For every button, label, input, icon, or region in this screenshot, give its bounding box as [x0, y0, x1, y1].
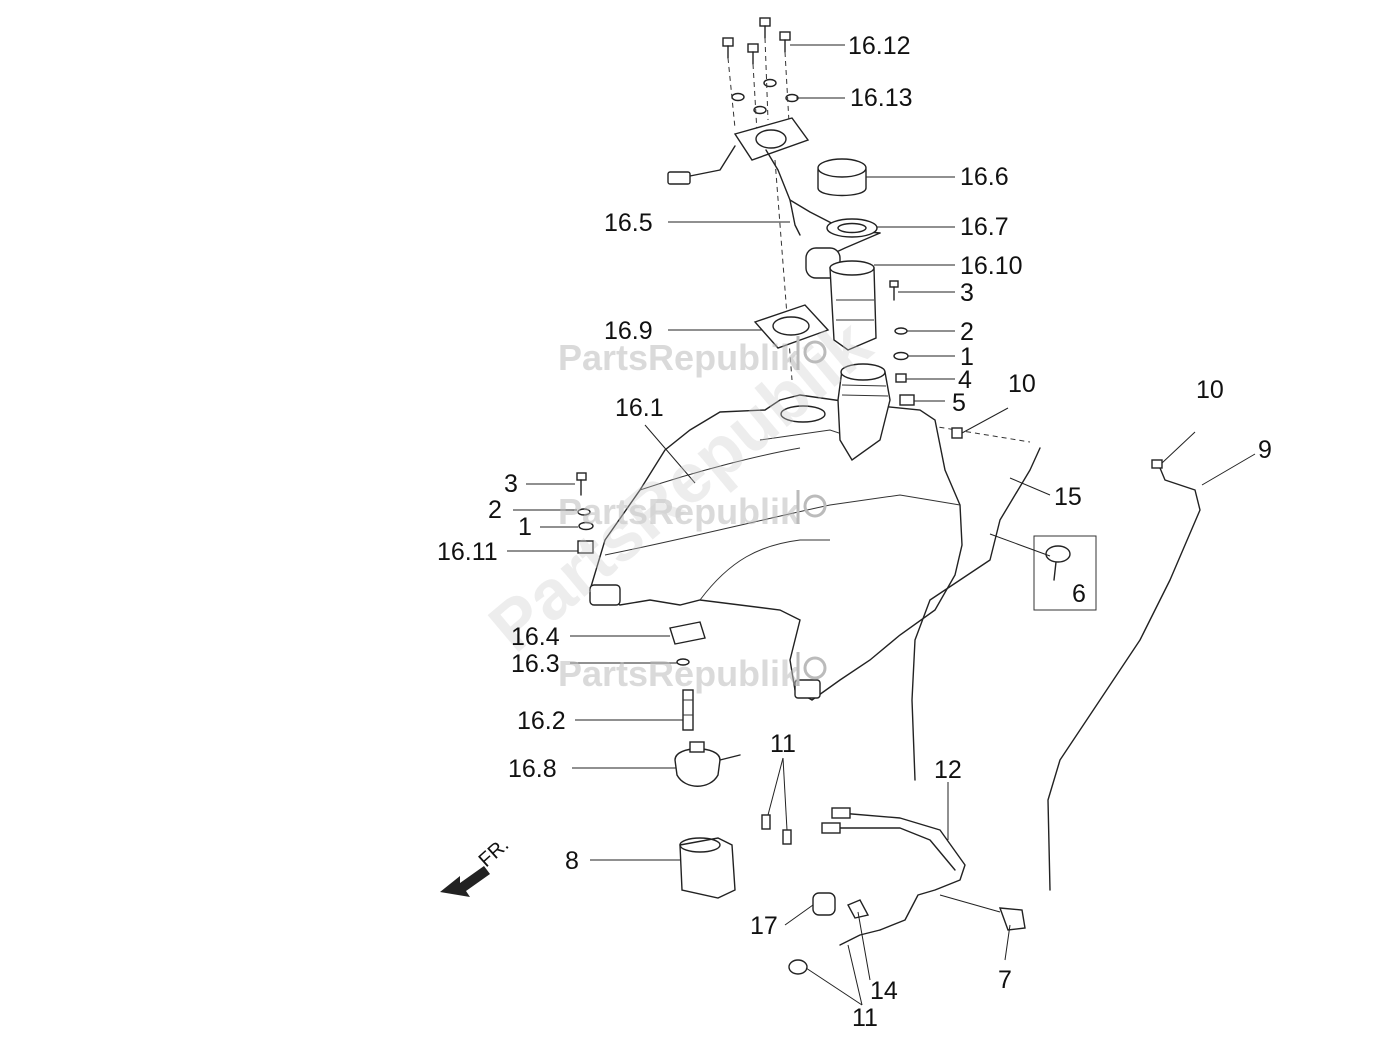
clamp-10-right: [1151, 459, 1163, 469]
parts-drawing: [440, 17, 1201, 975]
callout-16-9: 16.9: [604, 317, 653, 345]
callout-7: 7: [998, 966, 1012, 994]
filler-neck-16-10: [829, 260, 877, 351]
fuel-hoses-12: [821, 807, 966, 946]
callout-10-right: 10: [1196, 376, 1224, 404]
callout-labels: 16.12 16.13 16.6 16.5 16.7 16.10 3 16.9 …: [437, 32, 1272, 1032]
drain-hose-9: [1047, 467, 1201, 891]
callout-15: 15: [1054, 483, 1082, 511]
seal-16-7-inner: [837, 222, 867, 234]
watermark-bottom: PartsRepublik: [558, 653, 801, 694]
clamp-10-left: [951, 427, 963, 439]
clip-14: [847, 899, 870, 919]
clip-7: [998, 907, 1026, 931]
callout-16-7: 16.7: [960, 213, 1009, 241]
callout-16-1: 16.1: [615, 394, 664, 422]
callout-3-left: 3: [504, 470, 518, 498]
callout-16-6: 16.6: [960, 163, 1009, 191]
hardware-right: [889, 280, 915, 406]
callout-16-8: 16.8: [508, 755, 557, 783]
callout-12: 12: [934, 756, 962, 784]
hardware-left: [576, 472, 594, 554]
fuel-pump-16-8: [674, 741, 741, 787]
screws-16-12: [722, 17, 791, 65]
bracket-8: [679, 837, 736, 899]
filler-cap-16-6: [817, 158, 867, 197]
callout-11-bottom: 11: [852, 1004, 878, 1032]
seal-16-7: [826, 218, 878, 238]
callout-9: 9: [1258, 436, 1272, 464]
callout-4: 4: [958, 366, 972, 394]
callout-16-10: 16.10: [960, 252, 1023, 280]
callout-6: 6: [1072, 580, 1086, 608]
grommet-17: [812, 892, 836, 916]
front-label: FR.: [475, 834, 514, 872]
watermark-middle: PartsRepublik: [558, 491, 801, 532]
callout-16-3: 16.3: [511, 650, 560, 678]
callout-1-left: 1: [518, 513, 532, 541]
breather-hose-15: [911, 447, 1041, 781]
fuel-tank-16-1: [589, 363, 963, 701]
fuel-level-sender-16-5: [667, 117, 881, 279]
leader-lines: [507, 44, 1256, 1006]
callout-5: 5: [952, 389, 966, 417]
gasket-16-9: [753, 304, 830, 349]
callout-10-left: 10: [1008, 370, 1036, 398]
callout-3-right: 3: [960, 279, 974, 307]
gear-logo-icon: [796, 336, 827, 686]
callout-2-right: 2: [960, 318, 974, 346]
callout-16-13: 16.13: [850, 84, 913, 112]
callout-11-top: 11: [770, 730, 796, 758]
callout-16-2: 16.2: [517, 707, 566, 735]
callout-2-left: 2: [488, 496, 502, 524]
callout-17: 17: [750, 912, 778, 940]
clip-6-inset: [1033, 535, 1097, 611]
callout-16-4: 16.4: [511, 623, 560, 651]
watermark-top: PartsRepublik: [558, 337, 801, 378]
clamps-11: [761, 814, 808, 975]
callout-14: 14: [870, 977, 898, 1005]
front-arrow-icon: [440, 866, 490, 897]
callout-16-5: 16.5: [604, 209, 653, 237]
callout-1-right: 1: [960, 343, 974, 371]
callout-16-11: 16.11: [437, 538, 498, 566]
callout-16-12: 16.12: [848, 32, 911, 60]
callout-8: 8: [565, 847, 579, 875]
pump-fittings: [669, 621, 706, 731]
